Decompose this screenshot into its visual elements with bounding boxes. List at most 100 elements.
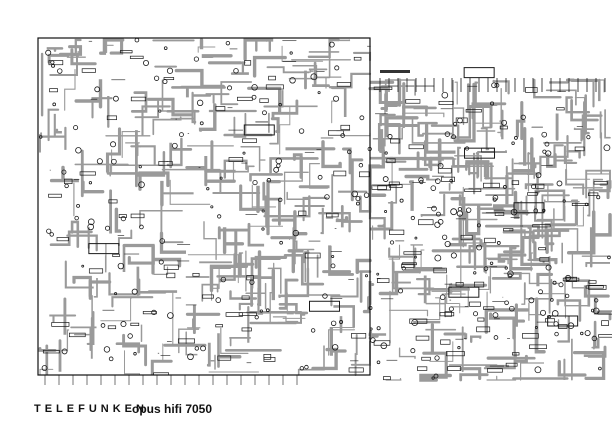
trace [263, 90, 284, 108]
solder-pad [457, 346, 461, 350]
trace [545, 228, 570, 254]
solder-pad [334, 65, 340, 71]
solder-pad [389, 240, 395, 245]
solder-pad [41, 365, 48, 371]
solder-pad [166, 67, 174, 74]
resistor [389, 229, 405, 235]
solder-pad [163, 46, 168, 50]
trace [417, 121, 438, 137]
solder-pad [489, 261, 494, 265]
trace [422, 351, 448, 379]
resistor [483, 182, 500, 188]
trace [402, 112, 445, 118]
solder-pad [380, 342, 388, 350]
solder-pad [51, 63, 56, 68]
resistor [401, 263, 415, 268]
trace [125, 142, 140, 157]
solder-pad [534, 326, 538, 330]
resistor [215, 106, 226, 112]
resistor [390, 138, 401, 144]
trace [454, 81, 458, 105]
solder-pad [414, 236, 418, 240]
trace [368, 164, 387, 197]
trace [450, 197, 466, 221]
solder-pad [298, 128, 305, 134]
resistor [158, 161, 173, 166]
solder-pad [491, 82, 497, 89]
trace [186, 318, 201, 329]
solder-pad [465, 207, 472, 213]
solder-pad [496, 241, 501, 245]
solder-pad [547, 314, 551, 319]
solder-pad [52, 102, 57, 107]
solder-pad [158, 259, 164, 265]
trace [534, 328, 546, 354]
trace [328, 72, 372, 89]
solder-pad [451, 134, 456, 140]
resistor [328, 130, 345, 136]
trace [571, 251, 585, 289]
trace [486, 375, 517, 381]
trace [330, 86, 347, 117]
trace [398, 347, 416, 359]
resistor [511, 180, 520, 185]
trace [229, 337, 251, 347]
solder-pad [304, 364, 309, 370]
solder-pad [545, 264, 552, 271]
solder-pad [289, 51, 293, 55]
resistor [336, 82, 352, 87]
solder-pad [431, 376, 435, 380]
trace [513, 148, 533, 165]
trace [385, 378, 402, 381]
trace [424, 123, 456, 154]
resistor [49, 88, 58, 93]
solder-pad [200, 345, 206, 352]
solder-pad [556, 180, 563, 187]
resistor [79, 171, 96, 176]
trace [398, 151, 429, 171]
resistor [417, 366, 428, 371]
trace [344, 132, 371, 137]
trace [49, 230, 93, 247]
solder-pad [356, 201, 360, 206]
trace [39, 368, 54, 376]
resistor [241, 327, 252, 332]
resistor [64, 178, 73, 185]
trace [520, 249, 551, 266]
trace [70, 220, 80, 248]
trace [278, 303, 309, 315]
trace [593, 295, 612, 321]
solder-pad [450, 252, 457, 259]
trace [197, 46, 216, 53]
solder-pad [384, 151, 388, 155]
resistor [359, 171, 370, 178]
trace [286, 191, 310, 200]
trace [413, 106, 437, 117]
trace [73, 295, 93, 336]
resistor [177, 338, 195, 344]
trace [100, 297, 132, 322]
solder-pad [476, 244, 483, 251]
trace [153, 257, 182, 268]
trace [124, 350, 140, 376]
solder-pad [503, 185, 507, 189]
trace [536, 272, 554, 287]
solder-pad [586, 135, 591, 140]
solder-pad [276, 163, 281, 168]
resistor [535, 183, 545, 189]
trace [130, 145, 156, 167]
solder-pad [217, 214, 222, 219]
trace [254, 255, 288, 269]
trace [544, 223, 577, 246]
solder-pad [154, 75, 160, 81]
solder-pad [76, 203, 80, 208]
trace [308, 68, 328, 73]
trace [557, 316, 570, 343]
trace [141, 105, 171, 137]
trace [138, 171, 170, 191]
ic-chip [513, 202, 545, 214]
solder-pad [347, 149, 352, 155]
solder-pad [545, 150, 552, 157]
resistor [51, 322, 70, 327]
resistor [259, 98, 269, 103]
